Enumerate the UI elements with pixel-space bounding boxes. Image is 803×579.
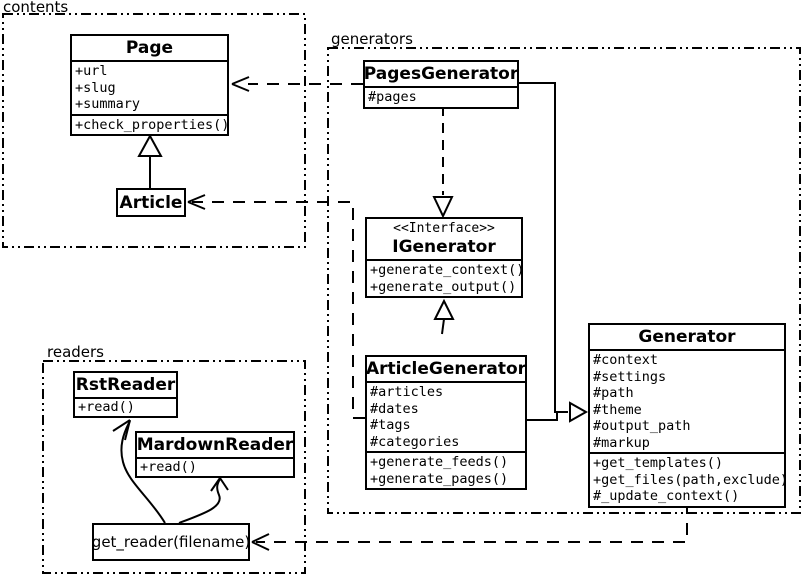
class-articlegenerator-methods: +generate_feeds()+generate_pages(): [370, 454, 509, 487]
inheritance-triangle-page: [137, 133, 163, 157]
articlegenerator-igenerator-stub-line: [441, 318, 445, 335]
getreader-mardownreader-curve: [178, 478, 221, 524]
readers-package-border: [42, 360, 306, 574]
articlegenerator-generator-inheritance-line: [527, 413, 558, 421]
contents-package-border: [2, 13, 306, 248]
class-mardownreader-title: MardownReader: [137, 433, 293, 459]
class-igenerator-title: IGenerator: [392, 237, 496, 257]
class-article-title: Article: [119, 192, 183, 213]
open-arrowhead-page: [231, 76, 250, 92]
generator-getreader-dependency-line: [256, 502, 688, 543]
contents-package-label: contents: [3, 0, 69, 16]
class-igenerator-stereotype: <<Interface>>: [393, 221, 495, 236]
class-generator-title: Generator: [590, 325, 784, 351]
class-igenerator-header: <<Interface>> IGenerator: [367, 219, 521, 261]
class-articlegenerator-attributes: #articles#dates#tags#categories: [367, 383, 525, 453]
class-pagesgenerator-attributes: #pages: [368, 89, 417, 105]
class-igenerator-methods: +generate_context()+generate_output(): [370, 262, 525, 295]
class-pagesgenerator-title: PagesGenerator: [364, 62, 518, 88]
getreader-rstreader-curve: [120, 420, 166, 524]
generators-package-border: [327, 47, 801, 514]
function-get-reader-label: get_reader(filename): [91, 533, 251, 551]
pagesgenerator-generator-inheritance-line: [519, 82, 568, 413]
open-arrowhead-article: [187, 194, 206, 210]
class-rstreader-title: RstReader: [75, 373, 176, 399]
class-articlegenerator-title: ArticleGenerator: [366, 357, 526, 383]
function-get-reader: get_reader(filename): [92, 523, 250, 561]
class-page-attributes: +url+slug+summary: [72, 62, 227, 116]
open-arrowhead-mardownreader: [210, 477, 229, 492]
class-articlegenerator: ArticleGenerator #articles#dates#tags#ca…: [365, 355, 527, 490]
open-arrowhead-getreader: [251, 533, 270, 551]
realization-triangle-igenerator-bottom: [433, 298, 455, 320]
open-arrowhead-rstreader: [112, 419, 131, 441]
class-page-methods: +check_properties(): [75, 116, 230, 133]
class-page-title: Page: [72, 36, 227, 62]
class-mardownreader: MardownReader +read(): [135, 431, 295, 478]
class-generator-methods: +get_templates()+get_files(path,exclude)…: [593, 455, 789, 504]
inheritance-triangle-generator: [569, 401, 589, 423]
class-article: Article: [116, 188, 186, 217]
class-rstreader: RstReader +read(): [73, 371, 178, 418]
articlegenerator-article-dependency-line: [192, 201, 365, 419]
class-rstreader-methods: +read(): [78, 399, 135, 415]
generators-package-label: generators: [331, 30, 413, 48]
class-mardownreader-methods: +read(): [140, 459, 197, 475]
class-pagesgenerator: PagesGenerator #pages: [363, 60, 519, 109]
class-igenerator: <<Interface>> IGenerator +generate_conte…: [365, 217, 525, 298]
class-page: Page +url+slug+summary +check_properties…: [70, 34, 229, 136]
class-generator-attributes: #context#settings#path#theme#output_path…: [590, 351, 784, 454]
realization-triangle-igenerator-top: [432, 196, 454, 219]
class-generator: Generator #context#settings#path#theme#o…: [588, 323, 789, 508]
readers-package-label: readers: [47, 343, 104, 361]
